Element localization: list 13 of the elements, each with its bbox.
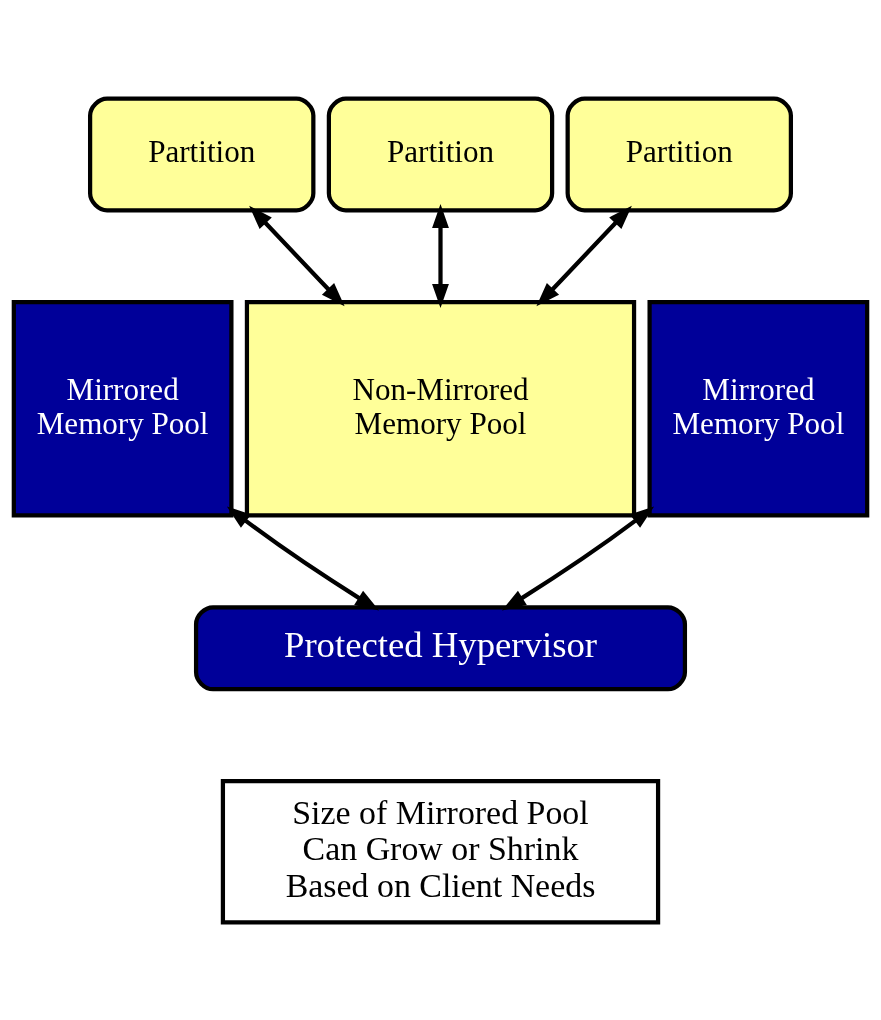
arrow: [249, 205, 345, 306]
node-box: Partition: [326, 96, 555, 212]
arrow: [226, 505, 380, 610]
arrow: [501, 505, 655, 610]
node-box: Size of Mirrored Pool Can Grow or Shrink Based on Client Needs: [220, 778, 661, 924]
node-box: Partition: [565, 96, 793, 212]
node-box: Partition: [88, 96, 316, 212]
arrow: [536, 205, 632, 306]
node-box: Mirrored Memory Pool: [647, 299, 870, 518]
node-box: Protected Hypervisor: [193, 604, 688, 691]
node-box: Non-Mirrored Memory Pool: [244, 299, 637, 518]
node-box: Mirrored Memory Pool: [11, 299, 234, 518]
arrow: [432, 203, 449, 308]
